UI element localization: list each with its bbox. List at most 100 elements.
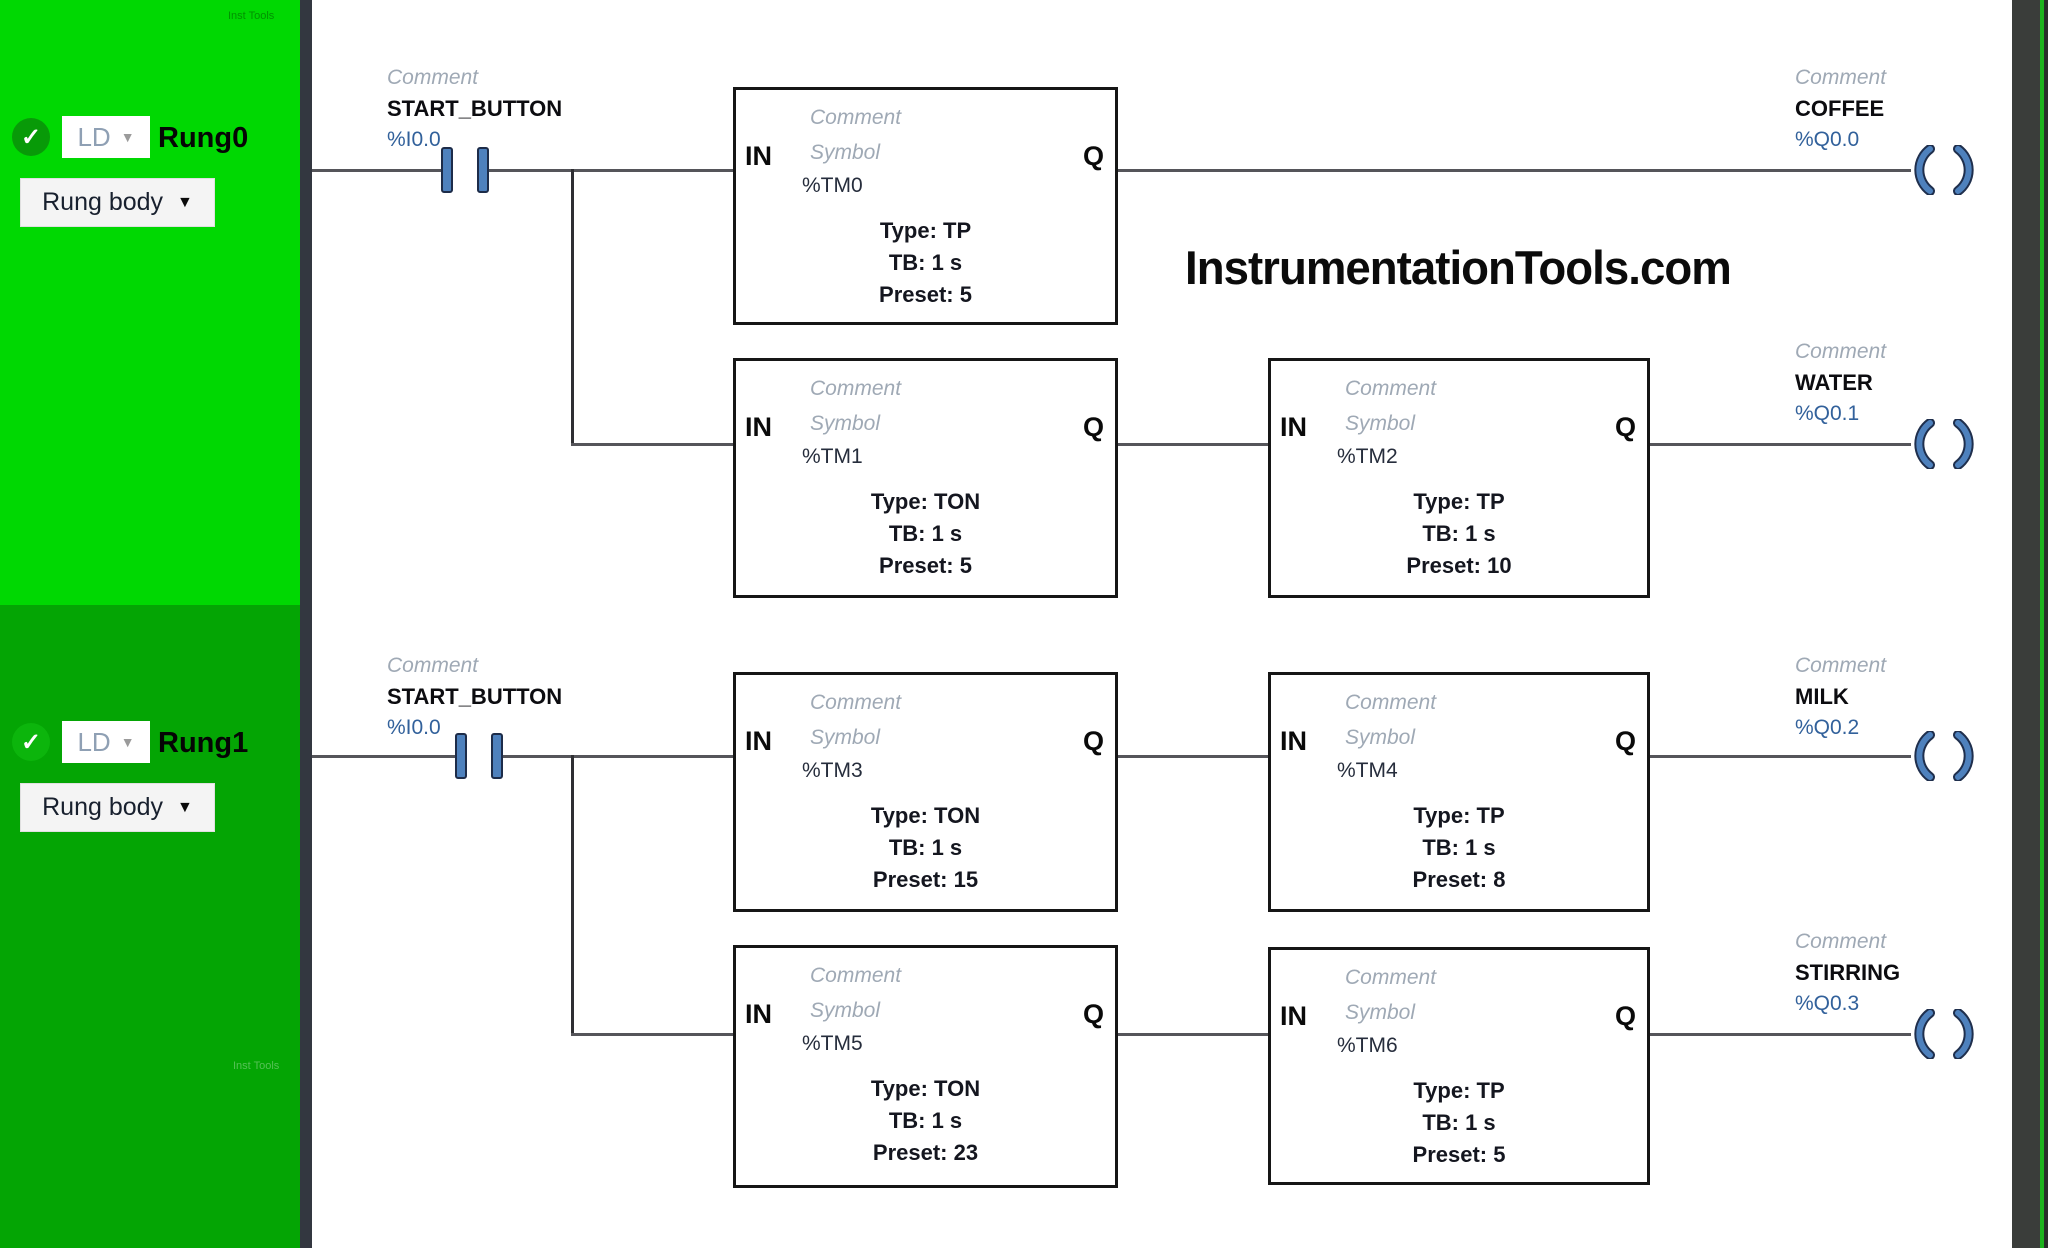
rung0-body-select[interactable]: Rung body ▼ <box>20 178 215 227</box>
comment-placeholder: Comment <box>810 691 902 714</box>
timer-preset: Preset: 23 <box>872 1140 979 1165</box>
timer-address: %TM0 <box>802 174 863 197</box>
coil-name: MILK <box>1795 684 1849 709</box>
timer-preset: Preset: 5 <box>879 553 972 578</box>
wire-segment <box>1650 755 1911 758</box>
rung-body-label: Rung body <box>42 793 164 821</box>
timer-block-tm0[interactable]: Comment Symbol %TM0 IN Q Type: TP TB: 1 … <box>733 87 1118 325</box>
timer-timebase: TB: 1 s <box>888 250 963 275</box>
contact-bar[interactable] <box>477 147 489 193</box>
contact-address: %I0.0 <box>387 716 441 739</box>
timer-preset: Preset: 8 <box>1412 867 1506 892</box>
comment-placeholder: Comment <box>1345 966 1437 989</box>
rung0-title: Rung0 <box>158 122 249 154</box>
chevron-down-icon: ▼ <box>177 798 193 816</box>
symbol-placeholder: Symbol <box>1345 412 1416 435</box>
timer-address: %TM3 <box>802 759 863 782</box>
contact-address: %I0.0 <box>387 128 441 151</box>
in-pin-label: IN <box>1280 1001 1307 1031</box>
rung0-language-select[interactable]: LD ▼ <box>62 116 150 158</box>
timer-block-tm4[interactable]: Comment Symbol %TM4 IN Q Type: TP TB: 1 … <box>1268 672 1650 912</box>
timer-block-tm6[interactable]: Comment Symbol %TM6 IN Q Type: TP TB: 1 … <box>1268 947 1650 1185</box>
in-pin-label: IN <box>745 999 772 1029</box>
timer-type: Type: TP <box>1413 803 1505 828</box>
chevron-down-icon: ▼ <box>177 193 193 211</box>
site-watermark: InstrumentationTools.com <box>1185 241 1732 294</box>
wire-segment <box>1118 169 1911 172</box>
comment-placeholder: Comment <box>1345 377 1437 400</box>
q-pin-label: Q <box>1082 412 1104 442</box>
coil-name: WATER <box>1795 370 1873 395</box>
contact-bar[interactable] <box>455 733 467 779</box>
timer-address: %TM5 <box>802 1032 863 1055</box>
wire-segment <box>1650 443 1911 446</box>
timer-address: %TM6 <box>1337 1034 1398 1057</box>
language-label: LD <box>77 121 111 152</box>
in-pin-label: IN <box>745 726 772 756</box>
symbol-placeholder: Symbol <box>810 726 881 749</box>
rung0-header-panel: ✓ LD ▼ Rung0 Rung body ▼ <box>0 0 300 605</box>
in-pin-label: IN <box>1280 726 1307 756</box>
timer-block-tm3[interactable]: Comment Symbol %TM3 IN Q Type: TON TB: 1… <box>733 672 1118 912</box>
timer-type: Type: TON <box>870 803 981 828</box>
coil-icon[interactable] <box>1906 419 1982 469</box>
timer-address: %TM1 <box>802 445 863 468</box>
wire-segment <box>1118 1033 1268 1036</box>
wire-segment <box>571 443 733 446</box>
wire-segment <box>503 755 733 758</box>
timer-block-tm5[interactable]: Comment Symbol %TM5 IN Q Type: TON TB: 1… <box>733 945 1118 1188</box>
wire-segment <box>571 1033 733 1036</box>
timer-block-tm1[interactable]: Comment Symbol %TM1 IN Q Type: TON TB: 1… <box>733 358 1118 598</box>
rung-valid-check-icon: ✓ <box>12 723 50 761</box>
comment-placeholder: Comment <box>1345 691 1437 714</box>
symbol-placeholder: Symbol <box>810 999 881 1022</box>
q-pin-label: Q <box>1082 141 1104 171</box>
timer-timebase: TB: 1 s <box>888 521 963 546</box>
rung1-language-select[interactable]: LD ▼ <box>62 721 150 763</box>
in-pin-label: IN <box>745 412 772 442</box>
symbol-placeholder: Symbol <box>1345 726 1416 749</box>
q-pin-label: Q <box>1614 726 1636 756</box>
timer-type: Type: TP <box>1413 489 1505 514</box>
timer-type: Type: TP <box>1413 1078 1505 1103</box>
rung1-header-panel: ✓ LD ▼ Rung1 Rung body ▼ <box>0 605 300 1248</box>
contact-bar[interactable] <box>491 733 503 779</box>
timer-timebase: TB: 1 s <box>1422 521 1496 546</box>
coil-comment: Comment <box>1795 654 1887 677</box>
coil-comment: Comment <box>1795 340 1887 363</box>
contact-name: START_BUTTON <box>387 96 563 121</box>
timer-preset: Preset: 5 <box>1412 1142 1506 1167</box>
coil-address: %Q0.0 <box>1795 128 1860 151</box>
coil-comment: Comment <box>1795 66 1887 89</box>
contact-bar[interactable] <box>441 147 453 193</box>
wire-segment <box>1650 1033 1911 1036</box>
timer-preset: Preset: 15 <box>872 867 979 892</box>
timer-type: Type: TON <box>870 1076 981 1101</box>
comment-placeholder: Comment <box>810 964 902 987</box>
timer-type: Type: TP <box>879 218 972 243</box>
timer-type: Type: TON <box>870 489 981 514</box>
language-label: LD <box>77 726 111 757</box>
contact-comment: Comment <box>387 66 479 89</box>
timer-timebase: TB: 1 s <box>888 1108 963 1133</box>
coil-icon[interactable] <box>1906 731 1982 781</box>
contact-name: START_BUTTON <box>387 684 563 709</box>
rung1-body-select[interactable]: Rung body ▼ <box>20 783 215 832</box>
coil-icon[interactable] <box>1906 1009 1982 1059</box>
q-pin-label: Q <box>1082 726 1104 756</box>
q-pin-label: Q <box>1614 412 1636 442</box>
rung-valid-check-icon: ✓ <box>12 118 50 156</box>
timer-address: %TM2 <box>1337 445 1398 468</box>
contact-comment: Comment <box>387 654 479 677</box>
wire-segment <box>1118 443 1268 446</box>
wire-segment <box>312 169 441 172</box>
rung-body-label: Rung body <box>42 188 164 216</box>
coil-address: %Q0.1 <box>1795 402 1860 425</box>
symbol-placeholder: Symbol <box>1345 1001 1416 1024</box>
timer-block-tm2[interactable]: Comment Symbol %TM2 IN Q Type: TP TB: 1 … <box>1268 358 1650 598</box>
timer-preset: Preset: 10 <box>1406 553 1512 578</box>
chevron-down-icon: ▼ <box>120 734 135 750</box>
right-scrollbar[interactable] <box>2012 0 2040 1248</box>
timer-timebase: TB: 1 s <box>1422 1110 1496 1135</box>
coil-icon[interactable] <box>1906 145 1982 195</box>
